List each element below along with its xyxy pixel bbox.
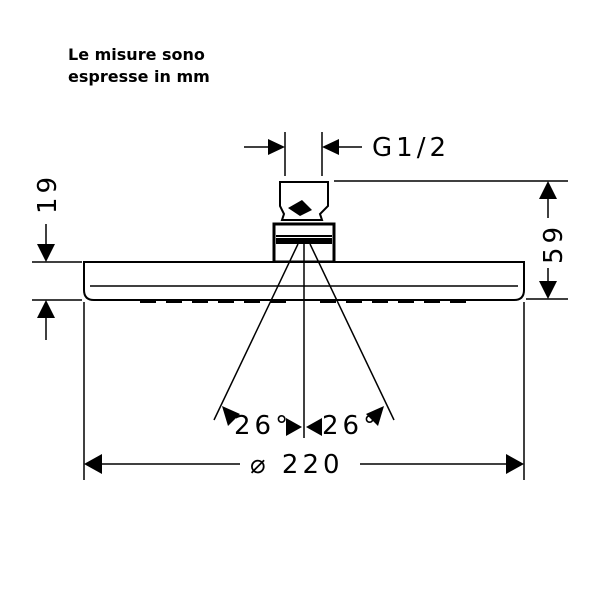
thread-label: G1/2 [372,133,450,163]
spray-angle-right-label: 26° [322,411,380,441]
height-right-label: 59 [539,223,569,264]
diameter-dimension [83,302,525,480]
height-left-dimension [32,224,82,340]
units-note-line-1: Le misure sono [68,45,205,64]
thread-dimension [244,132,362,176]
spray-angle-lines [213,243,395,421]
angle-arrows [222,406,384,436]
height-left-label: 19 [33,173,63,214]
connector [272,181,336,264]
units-note-line-2: espresse in mm [68,67,210,86]
units-note: Le misure sono espresse in mm [68,44,210,88]
diameter-label: ⌀ 220 [250,450,344,480]
nozzle-row [140,300,466,303]
height-right-dimension [334,180,568,300]
connector-nut [279,181,329,221]
spray-angle-left-label: 26° [234,411,292,441]
